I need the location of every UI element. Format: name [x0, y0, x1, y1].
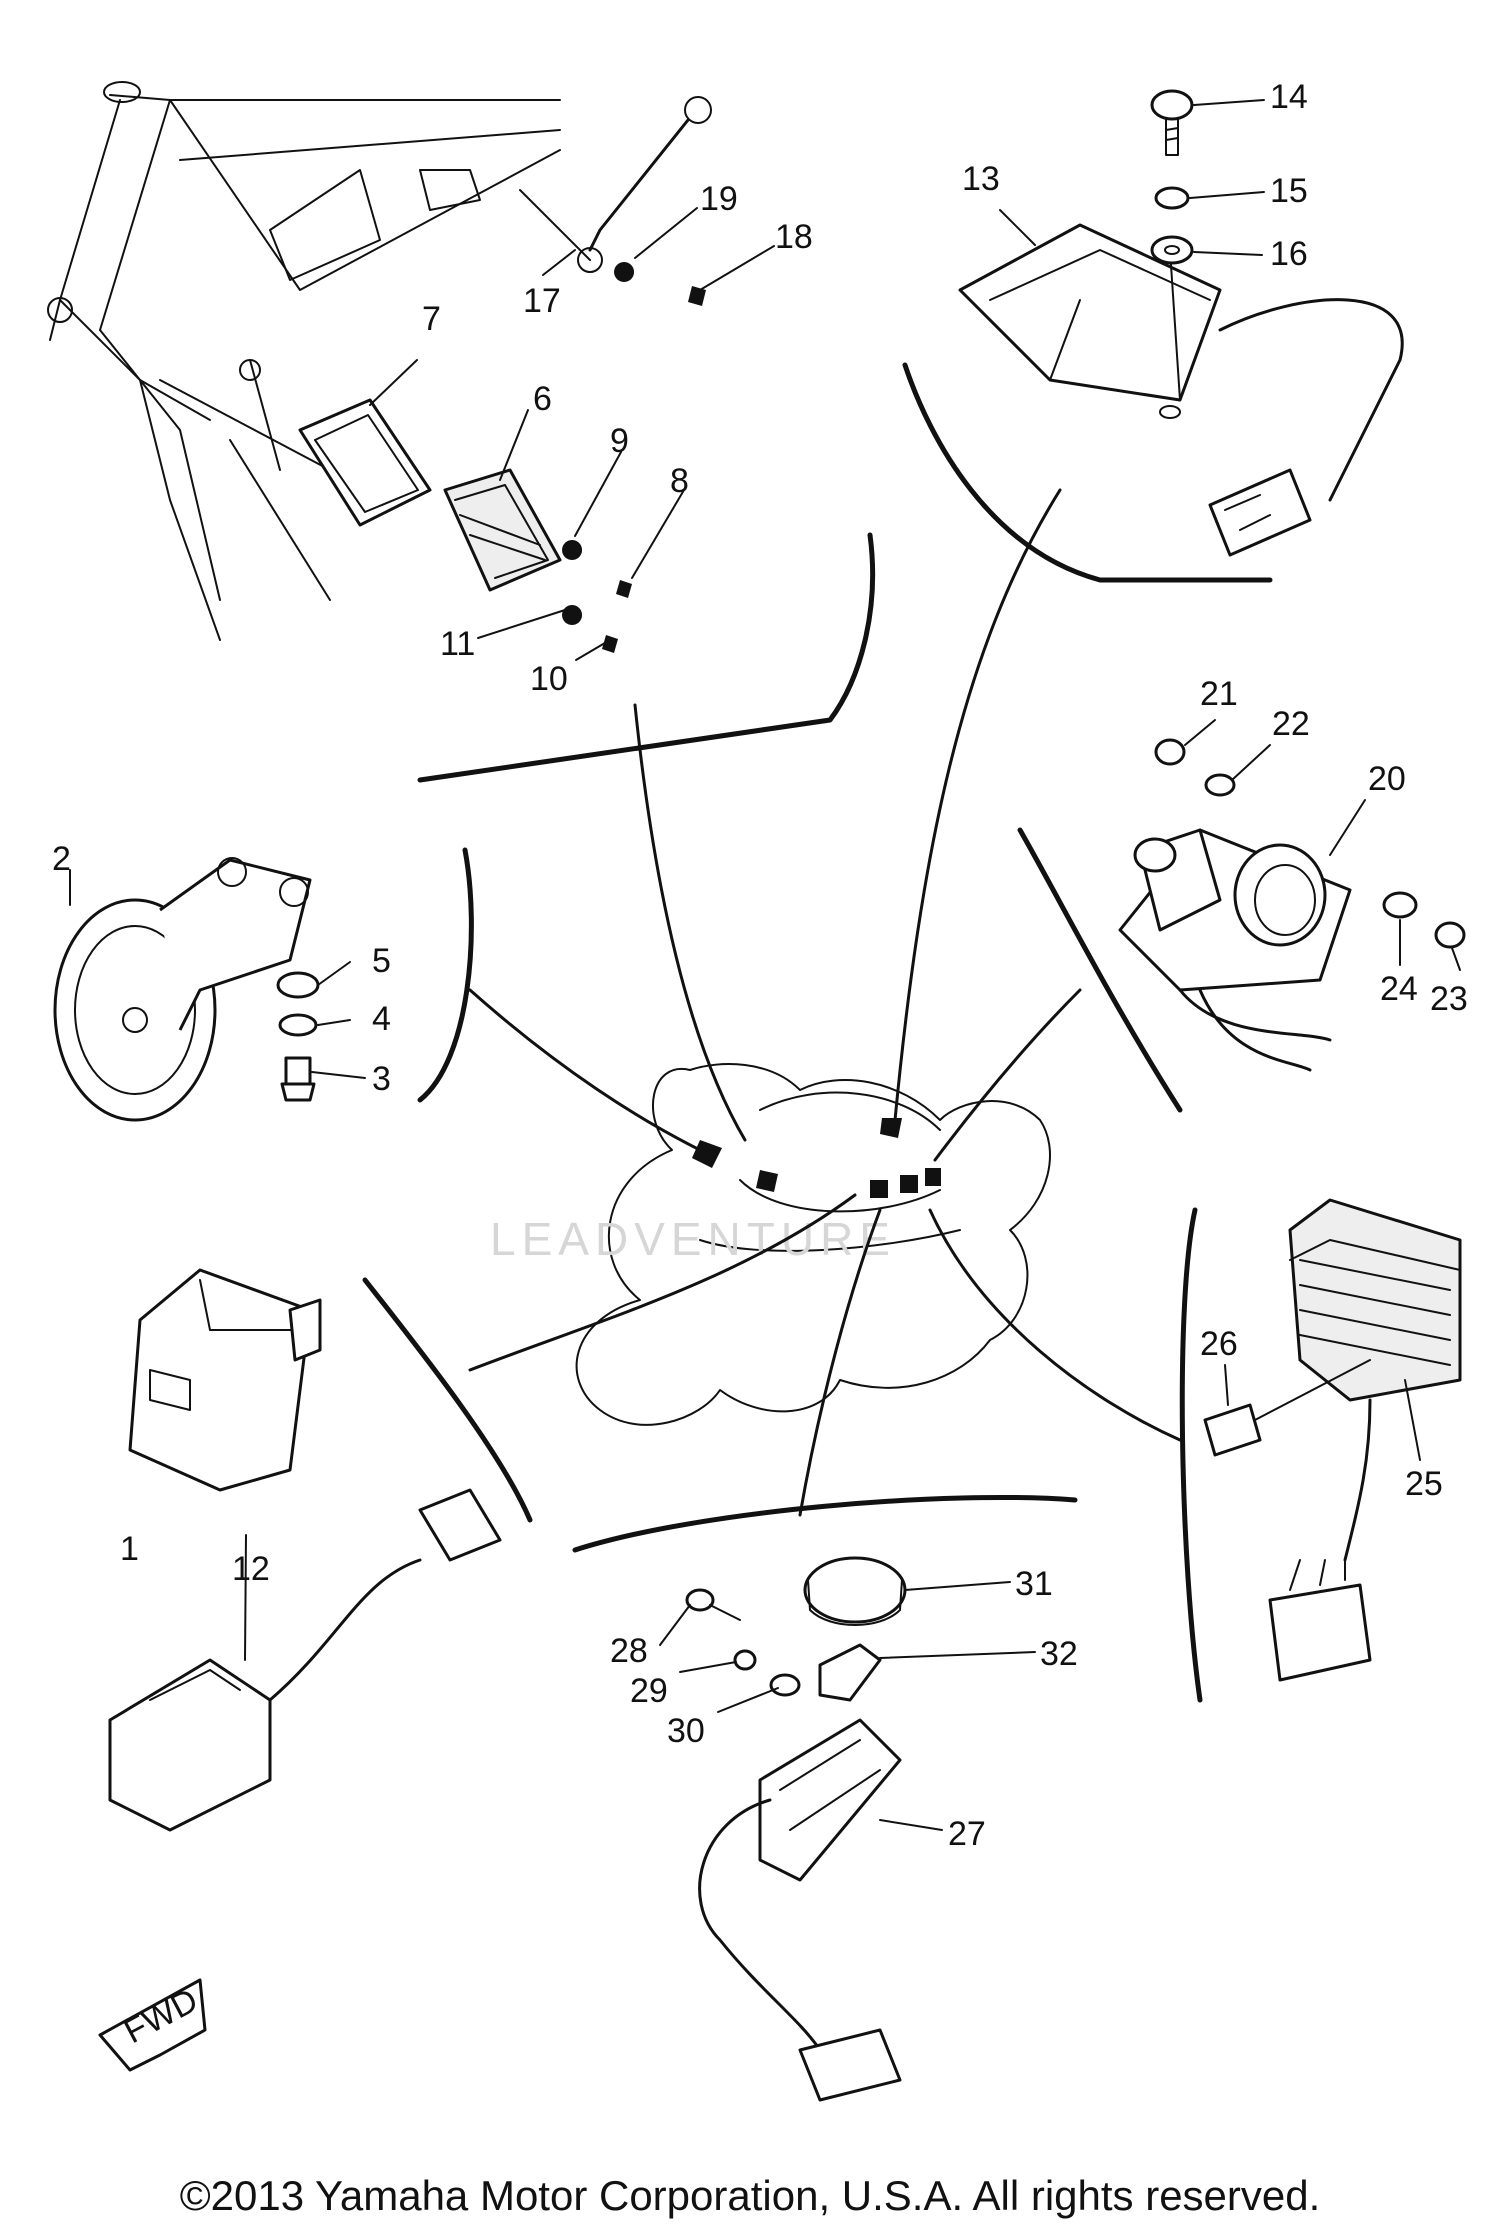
callout-21: 21 — [1200, 675, 1238, 713]
fwd-arrow: FWD — [98, 1978, 207, 2072]
leader-lines — [69, 99, 1461, 1831]
callout-9: 9 — [610, 422, 629, 460]
group-unit-1-12 — [108, 1268, 533, 1832]
callout-1: 1 — [120, 1530, 139, 1568]
group-frame-relay — [47, 81, 876, 783]
callout-22: 22 — [1272, 705, 1310, 743]
callout-31: 31 — [1015, 1565, 1053, 1603]
callout-23: 23 — [1430, 980, 1468, 1018]
callout-25: 25 — [1405, 1465, 1443, 1503]
callout-20: 20 — [1368, 760, 1406, 798]
callout-14: 14 — [1270, 78, 1308, 116]
callout-3: 3 — [372, 1060, 391, 1098]
callout-10: 10 — [530, 660, 568, 698]
callout-29: 29 — [630, 1672, 668, 1710]
callout-5: 5 — [372, 942, 391, 980]
callout-4: 4 — [372, 1000, 391, 1038]
callout-2: 2 — [52, 840, 71, 878]
group-switch — [572, 1494, 1078, 2102]
callout-27: 27 — [948, 1815, 986, 1853]
group-starter-relay — [1017, 738, 1466, 1113]
callout-24: 24 — [1380, 970, 1418, 1008]
callout-28: 28 — [610, 1632, 648, 1670]
connection-arrows — [468, 488, 1182, 1517]
group-horn — [53, 847, 474, 1122]
watermark-text: LEADVENTURE — [490, 1213, 896, 1265]
callout-labels: 1 2 3 4 5 6 7 8 9 10 11 12 13 14 15 16 1… — [52, 78, 1468, 1853]
callout-13: 13 — [962, 160, 1000, 198]
callout-30: 30 — [667, 1712, 705, 1750]
callout-12: 12 — [232, 1550, 270, 1588]
callout-6: 6 — [533, 380, 552, 418]
group-control-unit — [902, 89, 1404, 583]
callout-16: 16 — [1270, 235, 1308, 273]
group-regulator — [1179, 1198, 1462, 1703]
callout-26: 26 — [1200, 1325, 1238, 1363]
callout-11: 11 — [440, 625, 475, 663]
central-frame-outline: LEADVENTURE — [490, 1063, 1051, 1426]
callout-17: 17 — [523, 282, 561, 320]
callout-18: 18 — [775, 218, 813, 256]
callout-19: 19 — [700, 180, 738, 218]
callout-32: 32 — [1040, 1635, 1078, 1673]
callout-15: 15 — [1270, 172, 1308, 210]
callout-8: 8 — [670, 462, 689, 500]
callout-7: 7 — [422, 300, 441, 338]
copyright-footer: ©2013 Yamaha Motor Corporation, U.S.A. A… — [179, 2172, 1321, 2219]
